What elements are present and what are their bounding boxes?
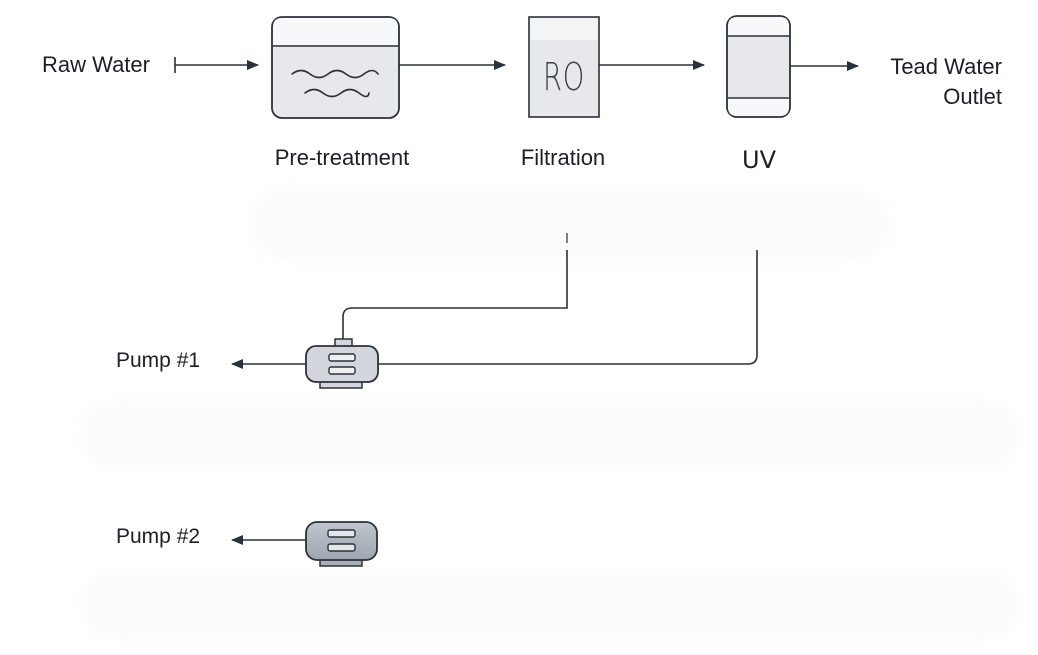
uv-label: UV (742, 146, 776, 174)
pump1-body[interactable] (305, 338, 379, 389)
ro-filter-unit[interactable] (528, 16, 600, 118)
background-haze (80, 570, 1020, 640)
outlet-label: Tead Water Outlet (852, 52, 1002, 112)
pretreatment-label: Pre-treatment (274, 145, 410, 170)
background-haze (250, 190, 890, 260)
pipe-uv-pump1 (378, 250, 758, 365)
uv-unit[interactable] (726, 15, 791, 118)
outlet-label-line1: Tead Water (890, 54, 1002, 79)
pretreatment-tank[interactable] (271, 16, 400, 119)
raw-water-label: Raw Water (42, 52, 150, 77)
filtration-label: Filtration (520, 145, 606, 170)
pump2-label: Pump #2 (116, 525, 201, 548)
pump1-label: Pump #1 (116, 349, 201, 372)
pipe-filtration-pump1 (342, 250, 568, 340)
water-waves-icon (291, 69, 379, 98)
pump2-body[interactable] (305, 521, 378, 567)
raw-water-arrow (174, 57, 259, 73)
outlet-label-line2: Outlet (943, 84, 1002, 109)
ro-unit-text: RO (542, 55, 585, 99)
background-haze (80, 400, 1020, 470)
